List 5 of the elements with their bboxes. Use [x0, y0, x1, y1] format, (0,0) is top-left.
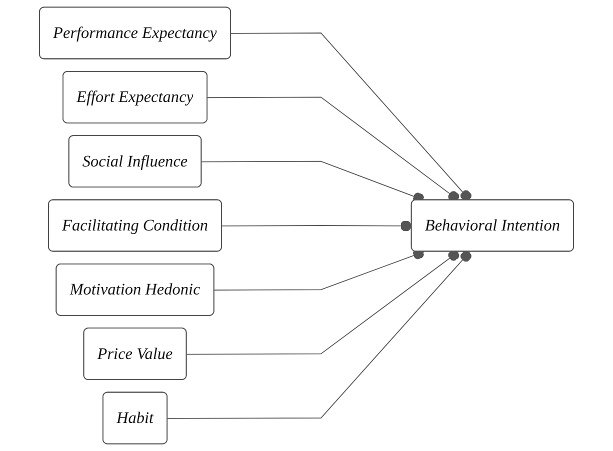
connector	[222, 220, 412, 232]
connector	[186, 250, 460, 355]
connector	[214, 248, 424, 291]
connector	[167, 250, 472, 419]
connector	[230, 32, 472, 202]
